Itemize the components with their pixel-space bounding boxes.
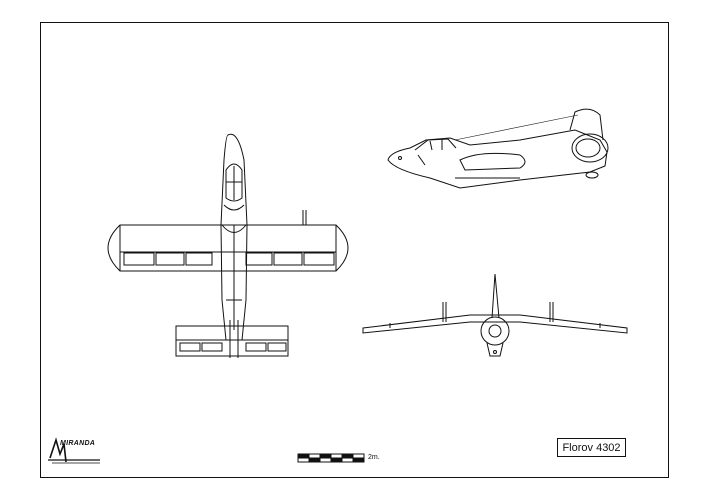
top-view-canopy [225,163,243,202]
front-view-fin [491,273,500,319]
side-view-fin [569,108,604,141]
logo-text: MIRANDA [60,440,96,447]
top-view-wing [107,224,349,272]
front-view [362,273,628,357]
front-view-wing [362,314,628,334]
top-view-tailplane [175,325,289,357]
drawing-title: Florov 4302 [562,441,621,454]
top-view [107,133,349,358]
side-view [387,108,609,189]
side-view-canopy [414,138,457,151]
scale-bar [297,453,365,463]
side-view-fuselage [387,129,608,189]
drawing-border [40,22,669,478]
miranda-logo-icon [48,437,100,464]
title-box: Florov 4302 [557,438,626,457]
front-view-fuselage [480,316,510,346]
scale-label: 2m. [368,454,380,461]
